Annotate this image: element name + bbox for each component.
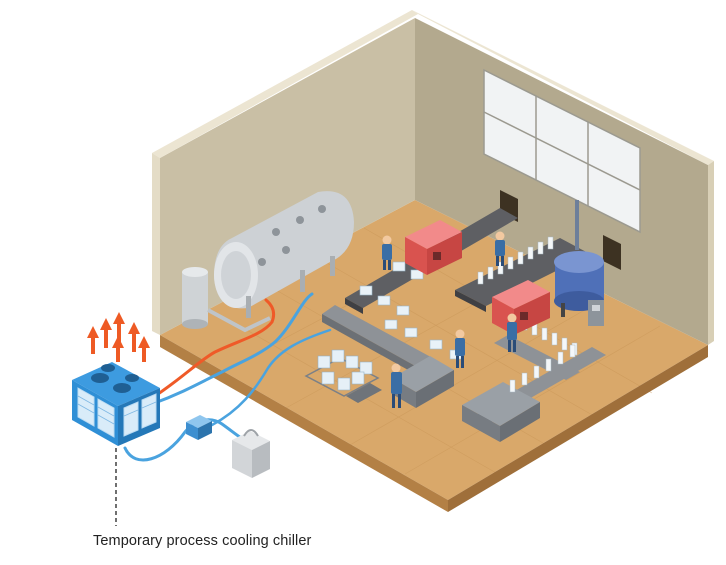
heat-arrow-icon [128,322,140,352]
heat-arrow-icon [113,312,125,344]
chiller-caption: Temporary process cooling chiller [93,533,312,549]
heat-arrows [87,312,150,362]
bottles [477,236,578,393]
cold-supply-line-1 [150,292,314,406]
room [152,10,714,512]
doorway-right [603,235,621,270]
floor-edge-right [448,345,708,512]
workers [382,231,517,408]
worker-icon [391,363,402,408]
reservoir [232,429,270,478]
conveyor-right [455,238,590,306]
wall-end-right [708,161,714,345]
heat-arrow-icon [100,318,112,348]
cold-supply-line-3 [210,328,332,427]
wall-cap-right [412,10,714,165]
bottle-carts [304,349,382,403]
worker-icon [382,235,392,270]
packing-table [462,382,540,426]
pump-icon [186,415,212,440]
chiller-unit-icon [72,362,160,446]
windows [483,68,641,234]
worker-icon [495,231,505,266]
heat-arrow-icon [87,326,99,354]
worker-icon [455,329,465,368]
wall-cap-left [152,10,418,158]
cooling-hoses [123,292,332,462]
filling-machines [405,220,550,335]
heat-arrow-icon [138,336,150,362]
worker-icon [507,313,517,352]
tank-icon [554,200,604,326]
heat-arrow-icon [112,336,124,362]
wall-end-left [152,153,160,335]
hot-return-line [150,298,276,400]
storage-tank [182,191,354,333]
floor-edge-left [160,335,448,512]
conveyor-mid [322,305,440,372]
work-bench [392,356,454,392]
